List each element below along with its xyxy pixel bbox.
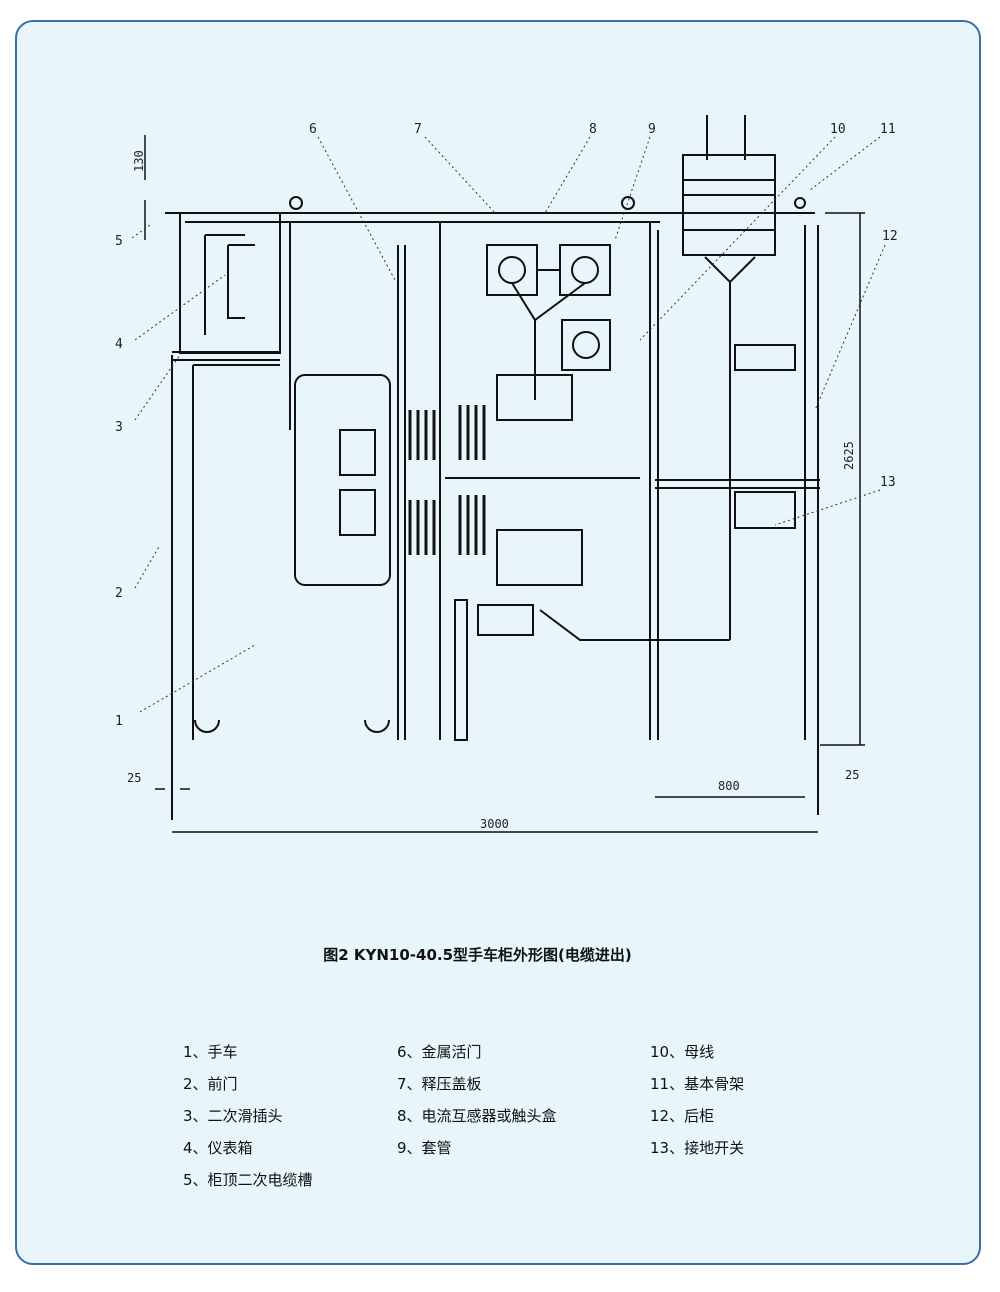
- legend-item: 11、基本骨架: [650, 1075, 745, 1093]
- legend-item: 4、仪表箱: [183, 1139, 253, 1157]
- dim-3000: 3000: [480, 817, 509, 831]
- callout-2: 2: [115, 586, 123, 601]
- diagram-frame: [15, 20, 981, 1265]
- legend-item: 6、金属活门: [397, 1043, 482, 1061]
- dim-800: 800: [718, 779, 740, 793]
- legend-item: 12、后柜: [650, 1107, 715, 1125]
- figure-caption: 图2 KYN10-40.5型手车柜外形图(电缆进出): [323, 946, 632, 964]
- legend-item: 2、前门: [183, 1075, 238, 1093]
- callout-11: 11: [880, 122, 896, 137]
- cabinet-outline: [165, 115, 820, 820]
- callout-1: 1: [115, 714, 123, 729]
- dimension-lines: [144, 135, 865, 833]
- legend-item: 3、二次滑插头: [183, 1107, 283, 1125]
- callout-6: 6: [309, 122, 317, 137]
- callout-13: 13: [880, 475, 896, 490]
- callout-8: 8: [589, 122, 597, 137]
- callout-12: 12: [882, 229, 898, 244]
- dim-130: 130: [132, 150, 146, 172]
- callout-9: 9: [648, 122, 656, 137]
- callout-7: 7: [414, 122, 422, 137]
- dim-2625: 2625: [842, 441, 856, 470]
- callout-5: 5: [115, 234, 123, 249]
- callout-4: 4: [115, 337, 123, 352]
- legend-item: 1、手车: [183, 1043, 238, 1061]
- callout-3: 3: [115, 420, 123, 435]
- legend-item: 7、释压盖板: [397, 1075, 482, 1093]
- dim-25-right: 25: [845, 768, 859, 782]
- legend-item: 10、母线: [650, 1043, 715, 1061]
- callout-10: 10: [830, 122, 846, 137]
- legend-item: 5、柜顶二次电缆槽: [183, 1171, 313, 1189]
- legend-item: 13、接地开关: [650, 1139, 745, 1157]
- legend-item: 9、套管: [397, 1139, 452, 1157]
- legend-item: 8、电流互感器或触头盒: [397, 1107, 557, 1125]
- leader-lines: [131, 136, 886, 713]
- dim-25-left: 25: [127, 771, 141, 785]
